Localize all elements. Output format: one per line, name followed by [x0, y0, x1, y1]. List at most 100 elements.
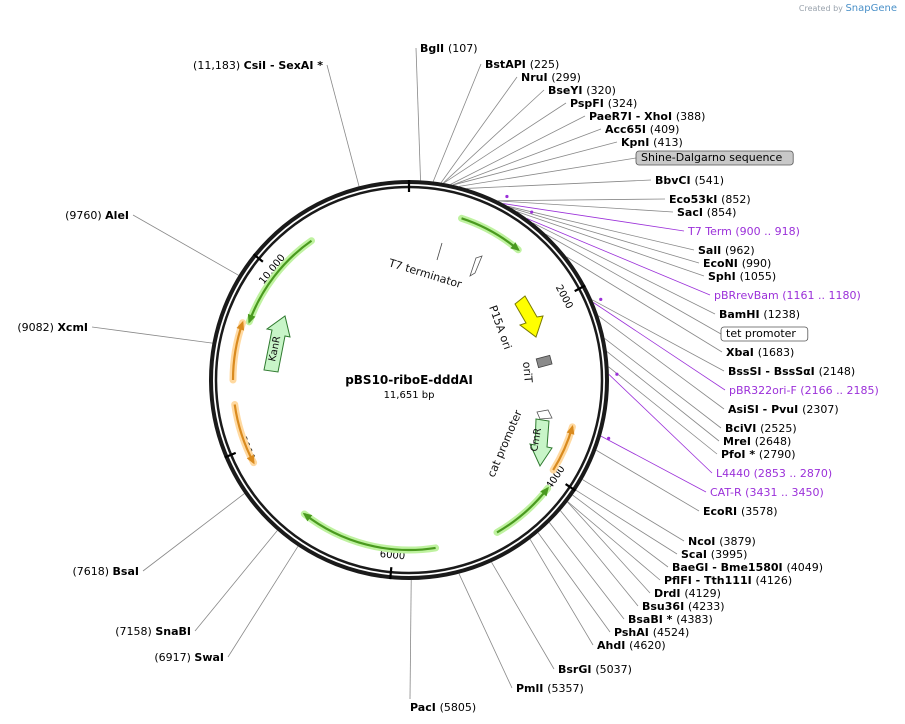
- site-position: (4524): [653, 626, 690, 639]
- site-name: AleI: [105, 209, 129, 222]
- site-position: (1238): [763, 308, 800, 321]
- green-feature-arrowhead: [540, 486, 549, 497]
- feature-box-label: Shine-Dalgarno sequence: [641, 151, 782, 164]
- site-ncoi[interactable]: NcoI (3879): [688, 535, 756, 548]
- primer-t7term[interactable]: T7 Term (900 .. 918): [687, 225, 800, 238]
- leader-line: [491, 561, 555, 670]
- site-scai[interactable]: ScaI (3995): [681, 548, 747, 561]
- site-paer7i[interactable]: PaeR7I - XhoI (388): [589, 110, 705, 123]
- green-feature-arrowhead: [510, 242, 520, 252]
- site-bseyi[interactable]: BseYI (320): [548, 84, 616, 97]
- site-acc65i[interactable]: Acc65I (409): [605, 123, 679, 136]
- site-name: CsiI - SexAI *: [244, 59, 324, 72]
- site-pfoi[interactable]: PfoI * (2790): [721, 448, 796, 461]
- site-bsu36i[interactable]: Bsu36I (4233): [642, 600, 725, 613]
- leader-line: [443, 102, 567, 184]
- site-econi[interactable]: EcoNI (990): [703, 257, 771, 270]
- primer-l4440[interactable]: L4440 (2853 .. 2870): [716, 467, 832, 480]
- orange-feature-arrowhead: [566, 424, 575, 435]
- primer-pbrrevbam[interactable]: pBRrevBam (1161 .. 1180): [714, 289, 861, 302]
- site-asisi[interactable]: AsiSI - PvuI (2307): [728, 403, 839, 416]
- site-sali[interactable]: SalI (962): [698, 244, 755, 257]
- leader-line: [567, 501, 661, 581]
- site-bsssi[interactable]: BssSI - BssSαI (2148): [728, 365, 855, 378]
- site-position: (2648): [755, 435, 792, 448]
- feature-box-tetprom[interactable]: tet promoter: [720, 326, 809, 342]
- leader-line: [608, 374, 713, 474]
- site-pflfi[interactable]: PflFI - Tth111I (4126): [664, 574, 792, 587]
- site-sphi[interactable]: SphI (1055): [708, 270, 776, 283]
- site-csii[interactable]: (11,183) CsiI - SexAI *: [193, 59, 323, 72]
- site-name: EcoRI: [703, 505, 741, 518]
- leader-line: [516, 211, 705, 277]
- site-name: BssSI - BssSαI: [728, 365, 819, 378]
- site-name: PmlI: [516, 682, 547, 695]
- site-position: (3578): [741, 505, 778, 518]
- site-paci[interactable]: PacI (5805): [410, 701, 476, 714]
- site-bcivi[interactable]: BciVI (2525): [725, 422, 797, 435]
- feature-box-frame: [720, 326, 809, 342]
- leader-line: [600, 435, 707, 493]
- site-swai[interactable]: (6917) SwaI: [154, 651, 224, 664]
- leader-lines: [91, 47, 726, 700]
- site-bgli[interactable]: BglI (107): [420, 42, 478, 55]
- leader-line: [450, 115, 586, 185]
- snapgene-logo-text: SnapGene: [845, 3, 897, 14]
- kanr-arrow: [263, 315, 291, 373]
- site-position: (1683): [758, 346, 795, 359]
- site-saci[interactable]: SacI (854): [677, 206, 736, 219]
- site-name: BsrGI: [558, 663, 595, 676]
- site-bsai[interactable]: (7618) BsaI: [72, 565, 139, 578]
- plasmid-name: pBS10-riboE-dddAI: [345, 373, 473, 387]
- site-xbai[interactable]: XbaI (1683): [726, 346, 794, 359]
- primer-range: (3431 .. 3450): [745, 486, 824, 499]
- site-bbvci[interactable]: BbvCI (541): [655, 174, 724, 187]
- site-eco53ki[interactable]: Eco53kI (852): [669, 193, 751, 206]
- site-position: (3879): [719, 535, 756, 548]
- site-bamhi[interactable]: BamHI (1238): [719, 308, 800, 321]
- site-position: (225): [530, 58, 560, 71]
- site-name: PacI: [410, 701, 440, 714]
- leader-line: [598, 315, 725, 410]
- site-ahdi[interactable]: AhdI (4620): [597, 639, 666, 652]
- site-snabi[interactable]: (7158) SnaBI: [115, 625, 191, 638]
- site-bsabi[interactable]: BsaBI * (4383): [628, 613, 713, 626]
- leader-line: [503, 203, 685, 232]
- primer-range: (2166 .. 2185): [800, 384, 879, 397]
- site-position: (9082): [17, 321, 57, 334]
- green-feature-arc: [248, 239, 313, 323]
- site-name: KpnI: [621, 136, 653, 149]
- orange-feature-arrowhead: [246, 454, 255, 465]
- site-kpni[interactable]: KpnI (413): [621, 136, 683, 149]
- site-name: BglI: [420, 42, 448, 55]
- leader-line: [227, 546, 299, 658]
- site-ecori[interactable]: EcoRI (3578): [703, 505, 778, 518]
- site-name: EcoNI: [703, 257, 742, 270]
- feature-box-shine[interactable]: Shine-Dalgarno sequence: [635, 150, 794, 166]
- site-drdi[interactable]: DrdI (4129): [654, 587, 721, 600]
- site-position: (7158): [115, 625, 155, 638]
- site-alei[interactable]: (9760) AleI: [65, 209, 129, 222]
- site-name: SnaBI: [155, 625, 191, 638]
- p15a-ori-feature: P15A ori: [486, 295, 544, 351]
- primer-pbr322ori[interactable]: pBR322ori-F (2166 .. 2185): [729, 384, 879, 397]
- t7-terminator-label: T7 terminator: [386, 256, 464, 291]
- primer-catr[interactable]: CAT-R (3431 .. 3450): [710, 486, 824, 499]
- site-nrui[interactable]: NruI (299): [521, 71, 581, 84]
- kanr-label: KanR: [267, 335, 283, 363]
- site-bsrgi[interactable]: BsrGI (5037): [558, 663, 632, 676]
- leader-line: [606, 351, 720, 442]
- leader-line: [572, 494, 669, 568]
- site-bstapi[interactable]: BstAPI (225): [485, 58, 559, 71]
- site-pshai[interactable]: PshAI (4524): [614, 626, 689, 639]
- site-pmli[interactable]: PmlI (5357): [516, 682, 584, 695]
- leader-line: [440, 76, 518, 183]
- site-xcmi[interactable]: (9082) XcmI: [17, 321, 88, 334]
- site-name: SalI: [698, 244, 725, 257]
- site-mrei[interactable]: MreI (2648): [723, 435, 791, 448]
- site-position: (962): [725, 244, 755, 257]
- site-name: BciVI: [725, 422, 760, 435]
- site-pspfi[interactable]: PspFI (324): [570, 97, 637, 110]
- green-feature-arrowhead: [302, 512, 313, 522]
- site-baegi[interactable]: BaeGI - Bme1580I (4049): [672, 561, 823, 574]
